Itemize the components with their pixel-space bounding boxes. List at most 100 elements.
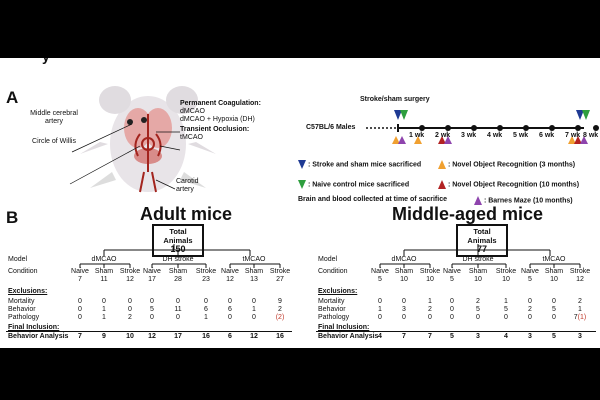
condition-count: 5 (378, 276, 382, 283)
condition-count: 10 (550, 276, 558, 283)
mortality-value: 0 (128, 298, 132, 305)
week-dot (471, 125, 477, 131)
up-triangle-icon (438, 180, 446, 189)
behavior-value: 1 (102, 306, 106, 313)
marker-barnes-wk2 (444, 136, 452, 144)
mortality-value: 0 (102, 298, 106, 305)
condition-label: Sham (394, 268, 414, 275)
pathology-value: 1 (204, 314, 208, 321)
occlusion-dot-left (127, 119, 133, 125)
anatomy-pointer-lines (69, 123, 181, 190)
behavior-value: 2 (528, 306, 532, 313)
condition-label: Stroke (269, 268, 291, 275)
pathology-value: (2) (275, 314, 285, 321)
behavior-value: 1 (252, 306, 256, 313)
pathology-value: 0 (78, 314, 82, 321)
up-triangle-icon (438, 160, 446, 169)
adult-row-label-condition: Condition (8, 268, 38, 275)
condition-count: 11 (100, 276, 108, 283)
marker-nor3-start (392, 136, 400, 144)
legend-item-naive-sacrifice: : Naive control mice sacrificed (298, 180, 409, 189)
up-triangle-icon (474, 196, 482, 205)
pathology-value: 0 (528, 314, 532, 321)
condition-count: 28 (174, 276, 182, 283)
middle-row-label-mortality: Mortality (318, 298, 345, 305)
condition-label: Naive (443, 268, 461, 275)
behavior-value: 6 (228, 306, 232, 313)
mortality-value: 0 (378, 298, 382, 305)
analysis-value: 10 (126, 333, 134, 340)
middle-row-label-behavior: Behavior (318, 306, 346, 313)
condition-label: Stroke (495, 268, 517, 275)
pathology-value: 7(1) (573, 314, 587, 321)
model-label: DH stroke (462, 256, 494, 263)
middle-divider (316, 331, 596, 332)
condition-count: 10 (474, 276, 482, 283)
middle-title: Middle-aged mice (392, 204, 544, 224)
marker-barnes-start (398, 136, 406, 144)
adult-tree-lines (79, 244, 281, 268)
analysis-value: 12 (250, 333, 258, 340)
top-stub-text: y (42, 58, 50, 64)
permanent-item-1: dMCAO (180, 108, 205, 115)
down-triangle-icon (298, 180, 306, 189)
pathology-value: 0 (176, 314, 180, 321)
adult-row-label-pathology: Pathology (8, 314, 40, 321)
condition-count: 10 (426, 276, 434, 283)
condition-count: 12 (576, 276, 584, 283)
marker-naive-sacrifice-start (400, 110, 408, 120)
panel-b-letter: B (6, 208, 19, 227)
occlusion-dot-right (141, 117, 147, 123)
condition-label: Stroke (419, 268, 441, 275)
week-labels-row: 1 wk 2 wk 3 wk 4 wk 5 wk 6 wk 7 wk 8 wk (395, 132, 600, 142)
behavior-value: 0 (78, 306, 82, 313)
pathology-value: 0 (378, 314, 382, 321)
marker-naive-sacrifice-end (582, 110, 590, 120)
behavior-value: 5 (476, 306, 480, 313)
middle-total-label: Total Animals (467, 227, 497, 245)
behavior-value: 1 (378, 306, 382, 313)
middle-row-label-condition: Condition (318, 268, 348, 275)
behavior-value: 0 (450, 306, 454, 313)
pathology-value: 1 (102, 314, 106, 321)
figure-frame: y A (0, 58, 600, 348)
panel-a-letter: A (6, 88, 19, 107)
adult-total-label: Total Animals (163, 227, 193, 245)
adult-total-value: 150 (170, 244, 186, 254)
adult-row-label-behavior: Behavior (8, 306, 36, 313)
condition-count: 23 (202, 276, 210, 283)
middle-tree-lines (379, 244, 581, 268)
behavior-value: 5 (552, 306, 556, 313)
behavior-value: 2 (428, 306, 432, 313)
analysis-value: 17 (174, 333, 182, 340)
adult-row-label-mortality: Mortality (8, 298, 35, 305)
week-dot (497, 125, 503, 131)
behavior-value: 3 (402, 306, 406, 313)
pathology-note: (1) (577, 314, 587, 321)
condition-label: Stroke (119, 268, 141, 275)
pathology-value: 0 (476, 314, 480, 321)
mca-label: Middle cerebral artery (30, 110, 78, 125)
condition-label: Naive (71, 268, 89, 275)
pathology-value: 0 (402, 314, 406, 321)
analysis-value: 4 (378, 333, 382, 340)
condition-count: 5 (528, 276, 532, 283)
marker-nor10-wk8 (574, 136, 582, 144)
legend-item-barnes: : Barnes Maze (10 months) (474, 196, 573, 205)
week-label: 5 wk (513, 132, 529, 139)
condition-count: 10 (400, 276, 408, 283)
behavior-value: 1 (578, 306, 582, 313)
model-label: tMCAO (242, 256, 266, 263)
condition-label: Stroke (569, 268, 591, 275)
condition-count: 12 (126, 276, 134, 283)
mortality-value: 0 (450, 298, 454, 305)
analysis-value: 16 (202, 333, 210, 340)
permanent-title: Permanent Coagulation: (180, 100, 261, 107)
week-dot (593, 125, 599, 131)
marker-barnes-wk8 (580, 136, 588, 144)
mortality-value: 0 (78, 298, 82, 305)
condition-count: 7 (78, 276, 82, 283)
analysis-value: 6 (228, 333, 232, 340)
analysis-value: 4 (504, 333, 508, 340)
mouse-brain-illustration (69, 86, 216, 193)
